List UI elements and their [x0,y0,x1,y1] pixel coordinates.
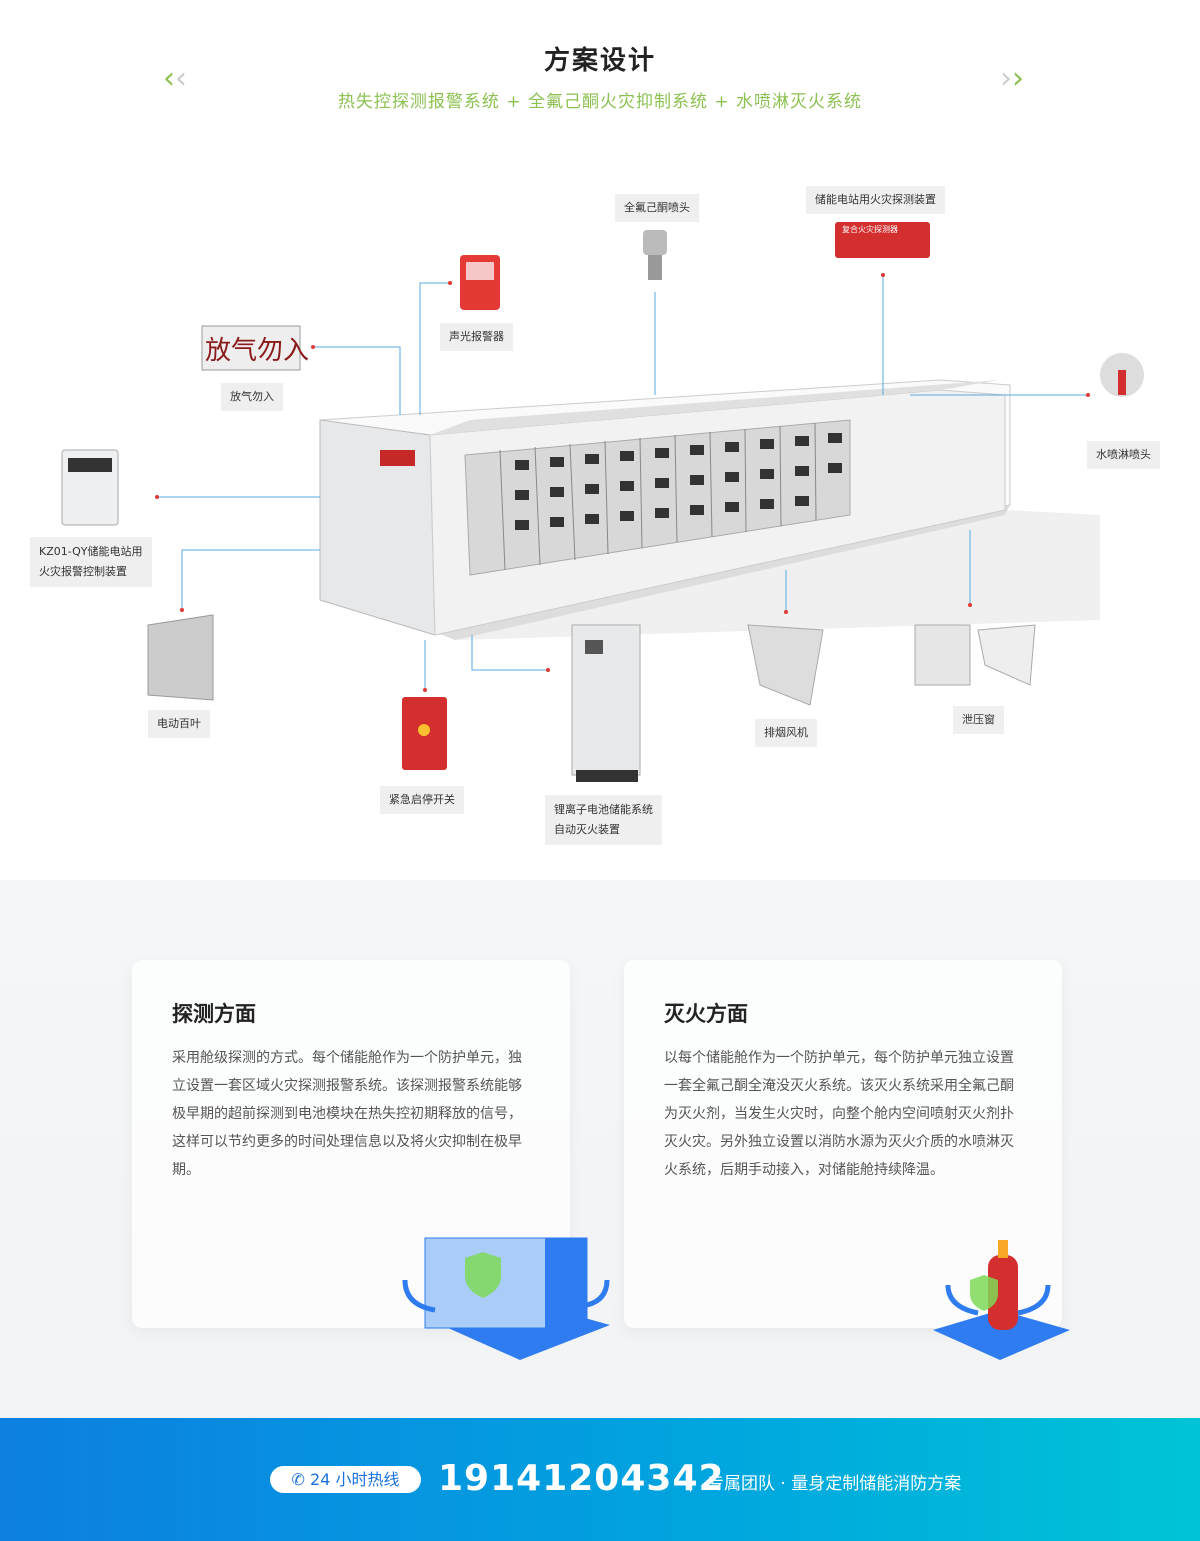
panel-icon [61,449,119,526]
sign-icon [201,325,301,371]
label-nozzle: 全氟己酮喷头 [615,194,699,222]
system-diagram: 全氟己酮喷头 储能电站用火灾探测装置 声光报警器 放气勿入 复合火灾探测器 放气… [0,120,1200,880]
detector-text: 复合火灾探测器 [842,225,898,234]
label-sprinkler: 水喷淋喷头 [1087,441,1160,469]
prev-arrow-icon[interactable]: ‹‹ [163,61,187,96]
card-extinguish: 灭火方面 以每个储能舱作为一个防护单元，每个防护单元独立设置一套全氟己酮全淹没灭… [624,960,1062,1328]
next-arrow-icon[interactable]: ›› [1000,61,1024,96]
card-title: 探测方面 [172,1002,256,1026]
label-vent: 泄压窗 [953,706,1004,734]
sign-text: 放气勿入 [205,336,310,366]
header: 方案设计 热失控探测报警系统 + 全氟己酮火灾抑制系统 + 水喷淋灭火系统 [0,40,1200,112]
sprinkler-icon [1100,353,1144,397]
card-title: 灭火方面 [664,1002,748,1026]
louver-icon [147,614,214,701]
label-fan: 排烟风机 [755,719,817,747]
page-title: 方案设计 [543,46,656,76]
cabinet-icon [571,624,641,782]
label-estop: 紧急启停开关 [380,786,464,814]
features-section: 探测方面 采用舱级探测的方式。每个储能舱作为一个防护单元，独立设置一套区域火灾探… [0,880,1200,1418]
label-panel-line1: KZ01-QY储能电站用 [39,545,143,558]
detector-device-icon [835,222,930,258]
vent-icon [914,624,1036,686]
nozzle-icon [643,230,667,280]
fan-icon [747,624,824,706]
label-alarm: 声光报警器 [440,323,513,351]
hotline-badge: ✆ 24 小时热线 [270,1466,421,1493]
card-text: 以每个储能舱作为一个防护单元，每个防护单元独立设置一套全氟己酮全淹没灭火系统。该… [664,1050,1014,1178]
phone-number[interactable]: 19141204342 [438,1458,725,1499]
alarm-icon [460,255,500,310]
card-text: 采用舱级探测的方式。每个储能舱作为一个防护单元，独立设置一套区域火灾探测报警系统… [172,1050,522,1178]
label-louver: 电动百叶 [148,710,210,738]
container-illustration [61,222,1144,782]
card-detection: 探测方面 采用舱级探测的方式。每个储能舱作为一个防护单元，独立设置一套区域火灾探… [132,960,570,1328]
label-panel-line2: 火灾报警控制装置 [39,565,127,578]
label-sign: 放气勿入 [221,383,283,411]
phone-icon: ✆ [291,1470,305,1489]
page-subtitle: 热失控探测报警系统 + 全氟己酮火灾抑制系统 + 水喷淋灭火系统 [337,92,863,112]
estop-icon [402,697,447,770]
hotline-label: 24 小时热线 [310,1470,400,1489]
label-detector: 储能电站用火灾探测装置 [806,186,945,214]
label-cabinet: 锂离子电池储能系统自动灭火装置 [545,795,662,845]
divider [690,1468,691,1492]
label-cabinet-line1: 锂离子电池储能系统 [554,803,653,816]
label-cabinet-line2: 自动灭火装置 [554,823,620,836]
footer-banner: ✆ 24 小时热线 19141204342 专属团队 · 量身定制储能消防方案 [0,1418,1200,1541]
slogan: 专属团队 · 量身定制储能消防方案 [707,1474,962,1494]
label-panel: KZ01-QY储能电站用火灾报警控制装置 [30,537,152,587]
